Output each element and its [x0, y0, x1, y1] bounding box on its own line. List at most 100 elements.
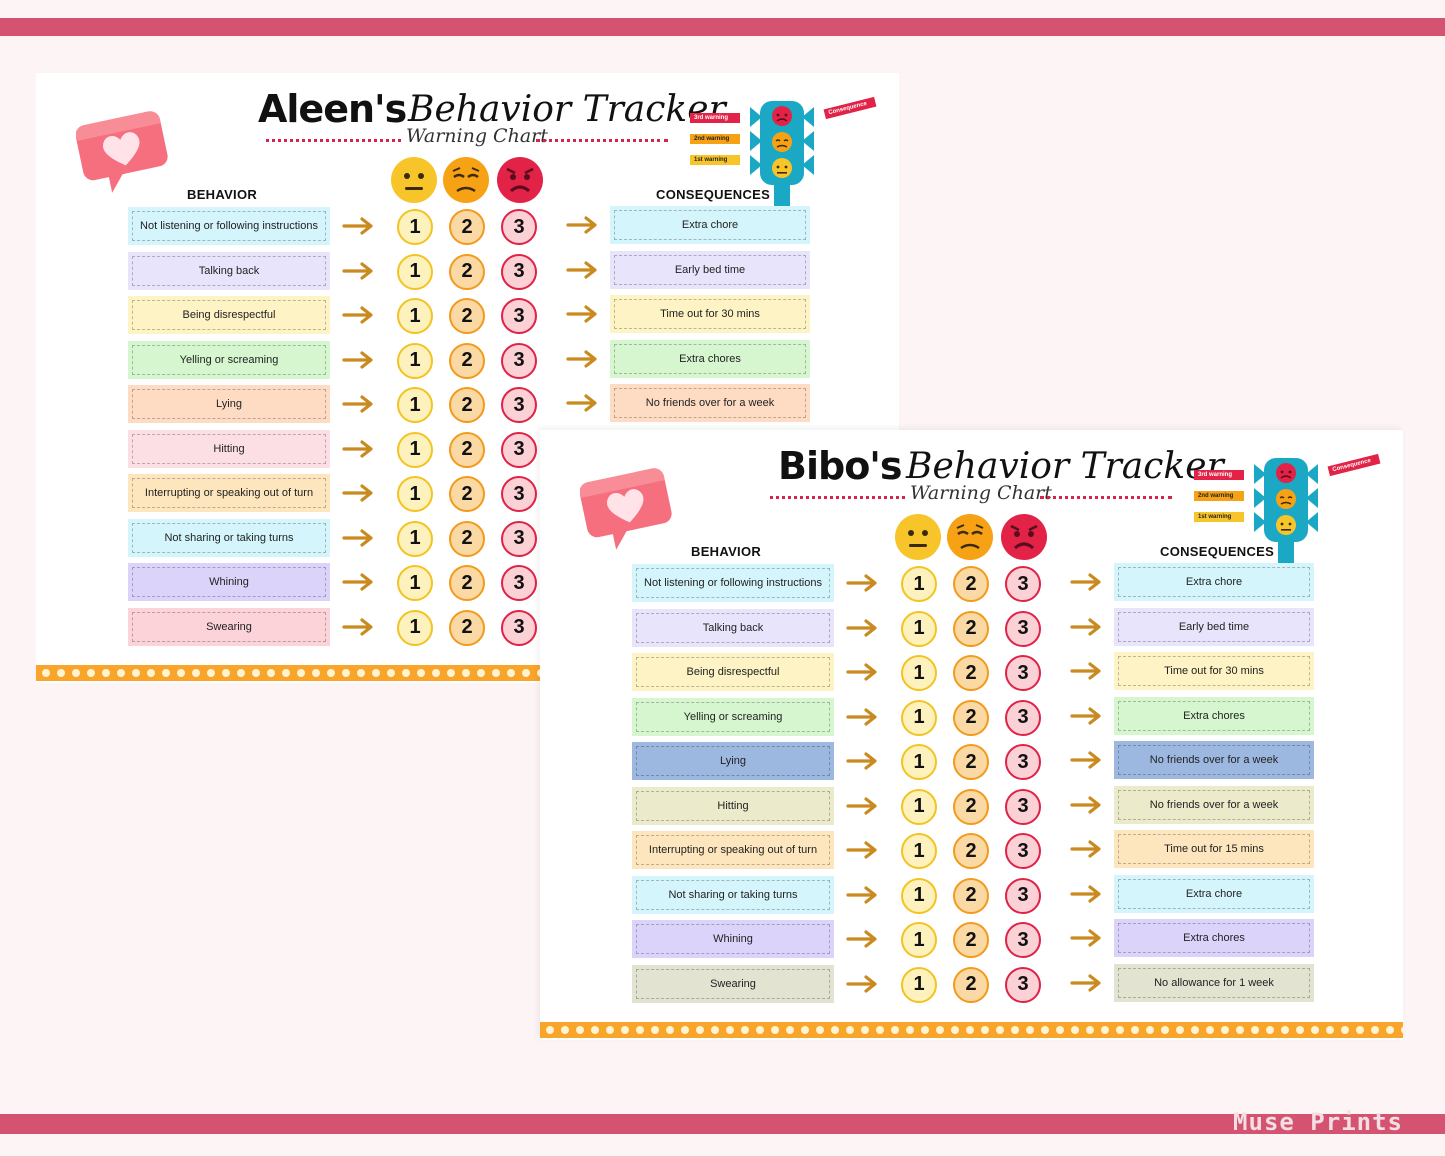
warning-circle-1[interactable]: 1 — [397, 565, 433, 601]
footer-dot — [432, 669, 440, 677]
arrow-icon — [566, 393, 600, 413]
behavior-item: Yelling or screaming — [632, 697, 834, 736]
behavior-header: BEHAVIOR — [691, 544, 762, 559]
warning-circle-3[interactable]: 3 — [501, 209, 537, 245]
warning-circle-2[interactable]: 2 — [953, 833, 989, 869]
warning-circle-3[interactable]: 3 — [501, 565, 537, 601]
footer-dot — [1161, 1026, 1169, 1034]
warning-circle-3[interactable]: 3 — [1005, 788, 1041, 825]
warning-circle-1[interactable]: 1 — [901, 610, 937, 647]
warning-circle-2[interactable]: 2 — [953, 744, 989, 780]
arrow-icon — [1070, 839, 1104, 859]
warning-circle-1[interactable]: 1 — [397, 342, 433, 379]
arrow-icon — [846, 751, 880, 771]
warning-circle-3[interactable]: 3 — [501, 342, 537, 379]
warning-circle-2[interactable]: 2 — [953, 922, 989, 958]
warning-circle-1[interactable]: 1 — [397, 431, 433, 468]
warning-circle-2[interactable]: 2 — [449, 342, 485, 379]
consequence-label: Early bed time — [1118, 611, 1310, 642]
footer-dot — [996, 1026, 1004, 1034]
footer-dot — [651, 1026, 659, 1034]
warning-circle-1[interactable]: 1 — [901, 922, 937, 958]
warning-circle-1[interactable]: 1 — [901, 788, 937, 825]
warning-circle-1[interactable]: 1 — [901, 566, 937, 602]
footer-dot — [1251, 1026, 1259, 1034]
footer-dot — [681, 1026, 689, 1034]
footer-dot — [621, 1026, 629, 1034]
footer-dotted-strip — [36, 665, 540, 681]
arrow-icon — [342, 261, 376, 281]
warning-circle-2[interactable]: 2 — [449, 298, 485, 334]
consequence-label: Early bed time — [614, 254, 806, 285]
footer-dot — [417, 669, 425, 677]
warning-circle-2[interactable]: 2 — [449, 565, 485, 601]
warning-circle-2[interactable]: 2 — [449, 431, 485, 468]
warning-circle-3[interactable]: 3 — [1005, 877, 1041, 914]
warning-circle-3[interactable]: 3 — [501, 387, 537, 423]
warning-circle-3[interactable]: 3 — [501, 476, 537, 512]
warning-circle-3[interactable]: 3 — [501, 609, 537, 646]
behavior-item: Being disrespectful — [128, 296, 330, 334]
warning-circle-2[interactable]: 2 — [449, 253, 485, 290]
footer-dot — [72, 669, 80, 677]
footer-dot — [1176, 1026, 1184, 1034]
behavior-item: Being disrespectful — [632, 653, 834, 691]
warning-circle-2[interactable]: 2 — [449, 520, 485, 557]
warning-circle-1[interactable]: 1 — [901, 833, 937, 869]
consequence-label: Time out for 30 mins — [614, 299, 806, 329]
warning-circle-1[interactable]: 1 — [397, 209, 433, 245]
arrow-icon — [846, 662, 880, 682]
warning-circle-1[interactable]: 1 — [901, 655, 937, 691]
warning-circle-3[interactable]: 3 — [501, 520, 537, 557]
behavior-label: Swearing — [636, 968, 830, 999]
warning-circle-2[interactable]: 2 — [953, 877, 989, 914]
footer-dot — [1011, 1026, 1019, 1034]
warning-circle-1[interactable]: 1 — [901, 966, 937, 1003]
behavior-label: Lying — [132, 389, 326, 419]
footer-dot — [861, 1026, 869, 1034]
warning-circle-3[interactable]: 3 — [1005, 833, 1041, 869]
warning-circle-3[interactable]: 3 — [1005, 966, 1041, 1003]
footer-dot — [147, 669, 155, 677]
warning-circle-2[interactable]: 2 — [449, 476, 485, 512]
warning-circle-1[interactable]: 1 — [397, 298, 433, 334]
behavior-label: Yelling or screaming — [132, 344, 326, 375]
warning-circle-1[interactable]: 1 — [397, 387, 433, 423]
warning-circle-3[interactable]: 3 — [1005, 699, 1041, 736]
footer-dot — [756, 1026, 764, 1034]
warning-circle-3[interactable]: 3 — [501, 253, 537, 290]
warning-circle-2[interactable]: 2 — [449, 609, 485, 646]
warning-circle-3[interactable]: 3 — [1005, 610, 1041, 647]
arrow-icon — [1070, 572, 1104, 592]
warning-circle-1[interactable]: 1 — [901, 699, 937, 736]
warning-circle-3[interactable]: 3 — [1005, 922, 1041, 958]
warning-circle-3[interactable]: 3 — [501, 431, 537, 468]
warning-circle-2[interactable]: 2 — [449, 387, 485, 423]
warning-circle-3[interactable]: 3 — [1005, 655, 1041, 691]
warning-circle-1[interactable]: 1 — [397, 609, 433, 646]
footer-dot — [1221, 1026, 1229, 1034]
footer-dot — [537, 669, 540, 677]
warning-circle-1[interactable]: 1 — [397, 476, 433, 512]
warning-circle-1[interactable]: 1 — [397, 253, 433, 290]
warning-circle-2[interactable]: 2 — [953, 699, 989, 736]
warning-circle-2[interactable]: 2 — [953, 566, 989, 602]
warning-circle-2[interactable]: 2 — [953, 788, 989, 825]
footer-dot — [57, 669, 65, 677]
warning-circle-3[interactable]: 3 — [1005, 566, 1041, 602]
arrow-icon — [846, 929, 880, 949]
warning-circle-2[interactable]: 2 — [953, 610, 989, 647]
warning-circle-2[interactable]: 2 — [449, 209, 485, 245]
footer-dot — [372, 669, 380, 677]
warning-circle-1[interactable]: 1 — [397, 520, 433, 557]
warning-circle-1[interactable]: 1 — [901, 877, 937, 914]
warning-circle-2[interactable]: 2 — [953, 655, 989, 691]
warning-circle-2[interactable]: 2 — [953, 966, 989, 1003]
warning-circle-3[interactable]: 3 — [501, 298, 537, 334]
warning-circle-1[interactable]: 1 — [901, 744, 937, 780]
warning-circle-3[interactable]: 3 — [1005, 744, 1041, 780]
dotted-divider-right — [536, 139, 668, 142]
behavior-item: Not sharing or taking turns — [632, 875, 834, 914]
footer-dot — [192, 669, 200, 677]
